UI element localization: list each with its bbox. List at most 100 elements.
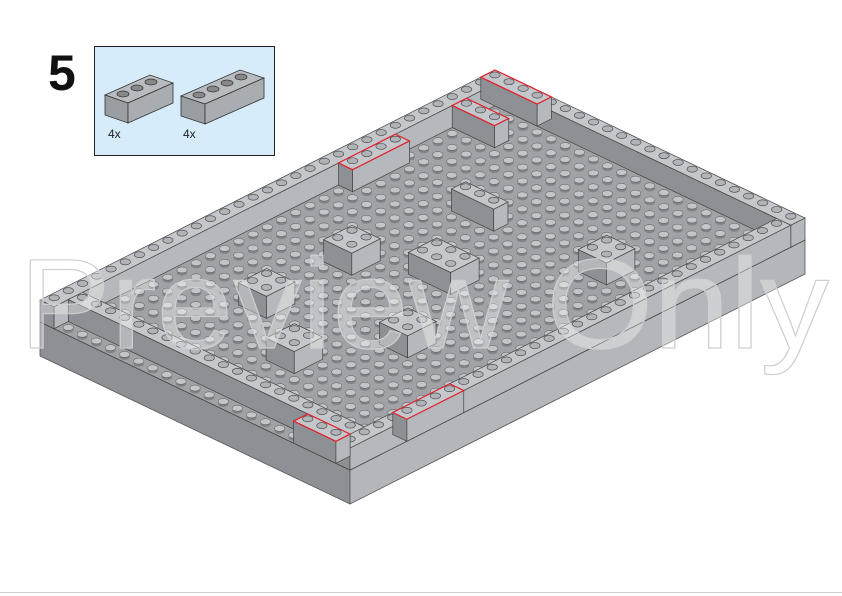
stud [644,182,656,190]
stud [247,258,259,266]
brick-stud [402,323,414,331]
brick-stud [474,106,486,114]
stud [190,301,202,308]
stud [204,266,216,273]
stud [389,242,400,249]
stud [233,265,245,273]
stud [105,344,116,351]
brick-stud [458,378,470,385]
stud [530,267,542,275]
brick-stud [219,208,231,215]
stud [445,213,457,221]
stud [473,282,485,290]
stud [644,210,656,217]
brick-stud [333,150,345,158]
stud [401,388,413,395]
stud [430,360,442,367]
brick-stud [105,265,117,273]
stud [416,283,428,291]
brick-stud [133,320,145,328]
stud [430,346,442,353]
stud [487,289,499,297]
stud [416,367,428,374]
stud [502,226,514,234]
stud [261,223,273,231]
stud [559,170,571,177]
stud [332,271,344,278]
brick-stud [231,368,243,375]
brick-stud [446,93,458,100]
stud [204,335,216,343]
stud [530,281,542,289]
stud [460,220,471,227]
brick-stud [330,429,342,436]
brick-stud [586,313,598,321]
stud [629,273,641,280]
stud [417,186,429,193]
brick-stud [460,99,472,107]
stud [331,340,343,348]
brick-stud [602,125,614,133]
stud [388,270,400,277]
brick-stud [316,408,328,415]
stud [260,418,271,425]
brick-stud [658,152,670,159]
stud [332,285,343,292]
brick-stud [573,112,585,119]
stud [375,180,387,187]
stud [458,359,470,367]
brick-stud [601,236,613,244]
brick-stud [119,258,131,266]
brick-stud [332,234,344,241]
stud [233,251,245,259]
brick-stud [488,196,500,204]
brick-stud [445,260,457,267]
stud [559,197,571,205]
stud [345,319,357,327]
stud [389,172,401,180]
stud [488,178,500,185]
brick-stud [375,143,387,150]
brick-stud [346,227,358,234]
stud [544,302,556,310]
stud [530,295,541,303]
stud [246,314,258,321]
stud [473,310,485,318]
stud [558,309,570,316]
stud [303,299,315,306]
stud [573,204,585,212]
stud [246,342,258,349]
stud [573,148,585,156]
stud [176,294,188,302]
stud [359,354,371,361]
stud [317,375,328,383]
stud [474,227,486,234]
stud [317,320,329,327]
small-brick-top [265,323,324,352]
stud [290,237,301,244]
stud [304,215,316,223]
stud [62,324,74,331]
stud [302,369,314,376]
stud [373,402,385,410]
stud [302,382,314,390]
stud [345,389,357,396]
stud [318,222,330,230]
stud [629,217,641,225]
stud [629,231,641,239]
stud [559,225,570,233]
brick-stud [643,284,655,292]
stud [516,289,527,296]
stud [388,298,400,305]
brick-stud [91,272,103,280]
stud [190,273,202,280]
stud [488,164,500,171]
stud [657,258,669,266]
stud [418,158,430,165]
stud [345,403,357,410]
stud [516,233,528,240]
stud [317,361,329,369]
stud [601,204,613,211]
brick-stud [347,143,359,151]
